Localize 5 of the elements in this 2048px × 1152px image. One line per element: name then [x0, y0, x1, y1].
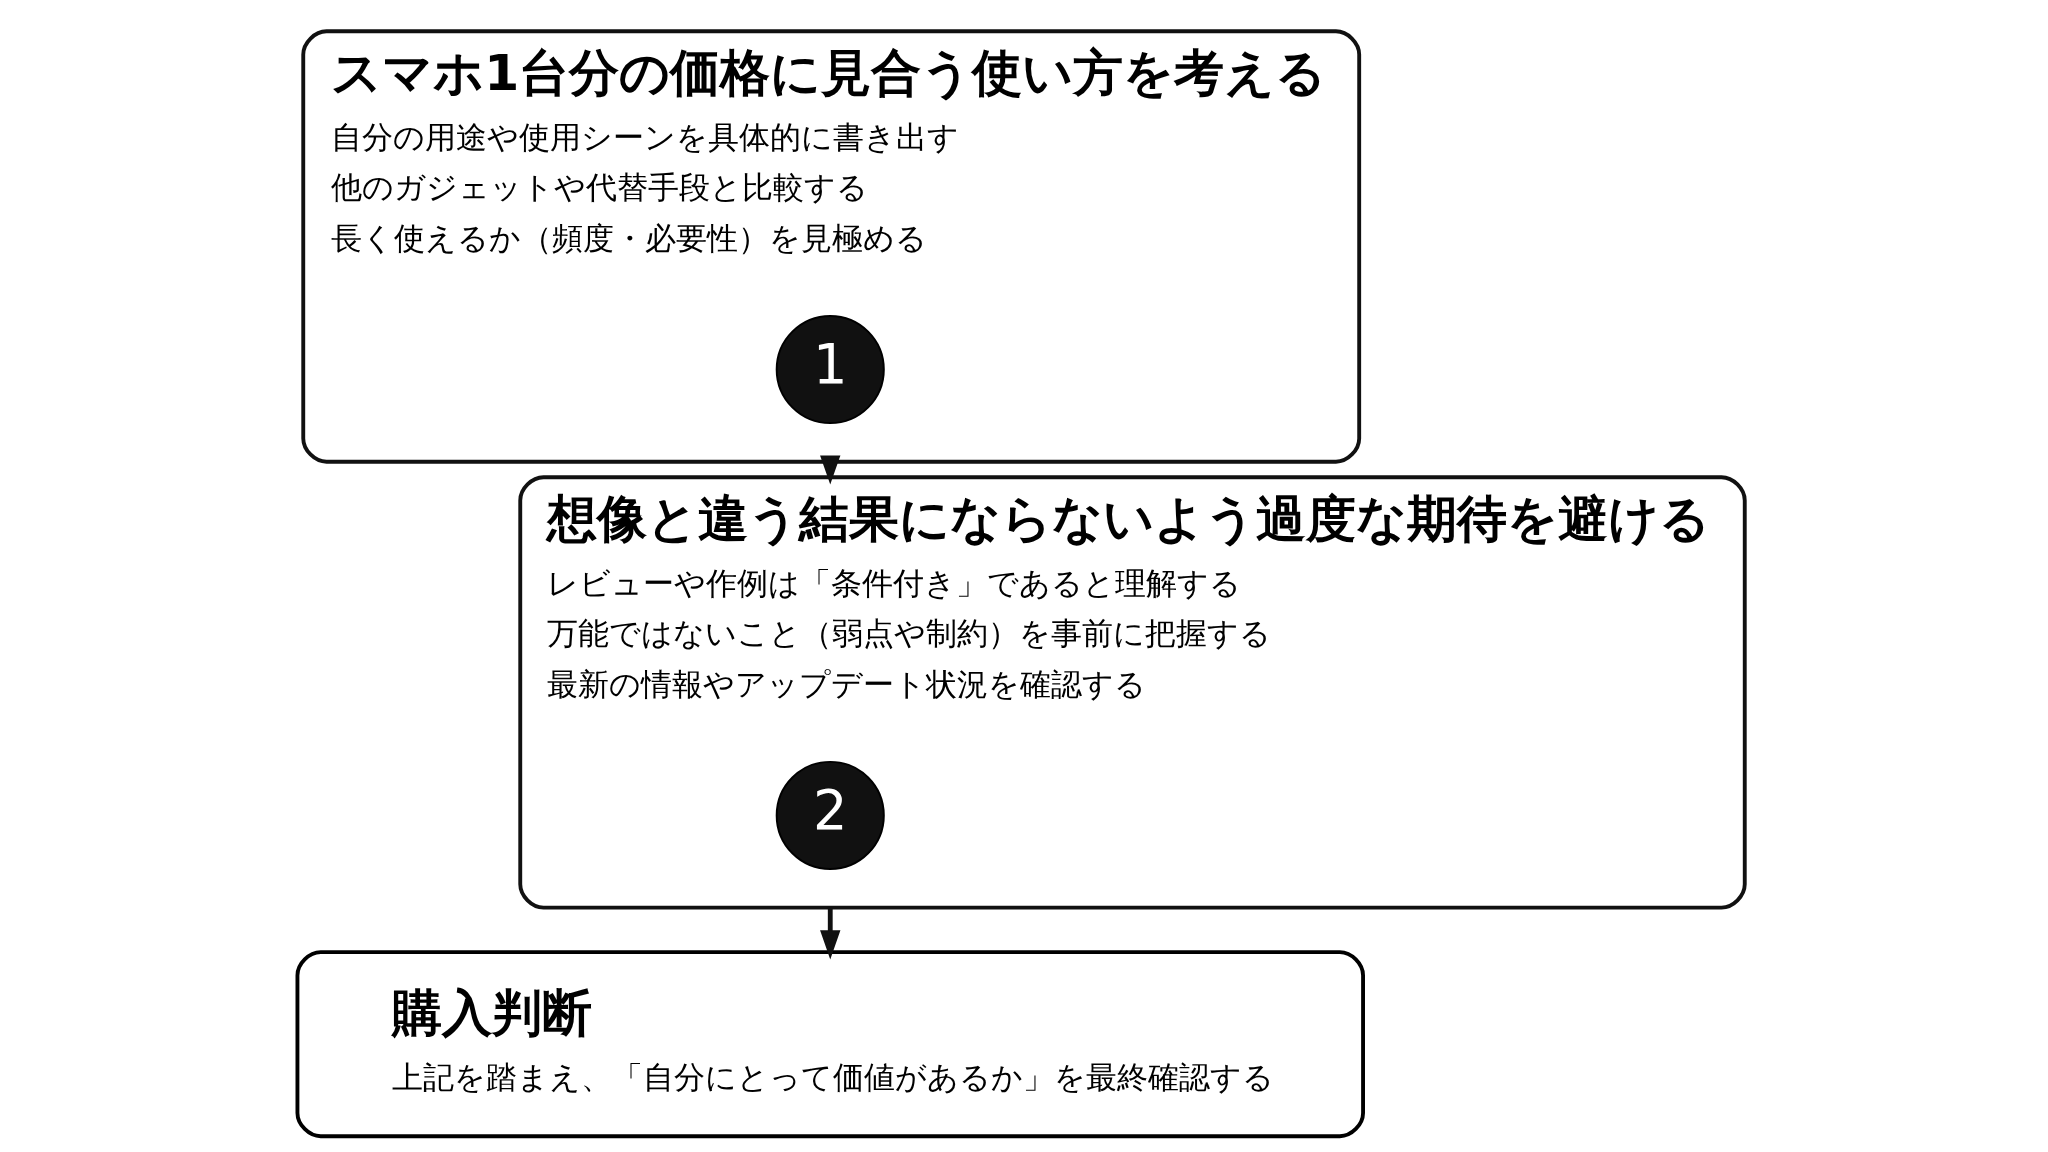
- node-box: 購入判断 上記を踏まえ、「自分にとって価値があるか」を最終確認する: [295, 950, 1365, 1139]
- node-circle: 1: [775, 314, 885, 425]
- node-circle: 2: [775, 760, 885, 870]
- arrow: [820, 907, 841, 960]
- arrow: [820, 455, 841, 485]
